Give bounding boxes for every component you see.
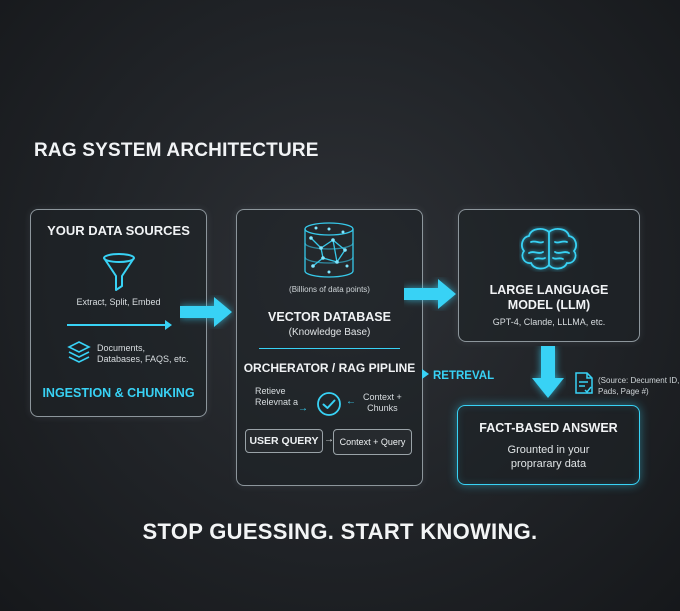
database-cylinder-icon xyxy=(304,222,354,278)
answer-line-2: proprarary data xyxy=(510,458,587,470)
data-sources-heading: YOUR DATA SOURCES xyxy=(47,223,190,238)
ingestion-label: INGESTION & CHUNKING xyxy=(42,386,195,400)
llm-heading-line-2: MODEL (LLM) xyxy=(507,298,591,312)
documents-line-1: Documents, xyxy=(97,343,146,353)
documents-line-2: Databases, FAQS, etc. xyxy=(97,354,189,364)
flow-line xyxy=(67,324,167,326)
context-line-2: Chunks xyxy=(367,403,398,413)
arrow-to-vector-icon xyxy=(180,297,232,327)
documents-label: Documents, Databases, FAQS, etc. xyxy=(97,343,189,365)
context-chunks-label: Context + Chunks xyxy=(363,392,402,414)
retrieve-line-1: Retieve xyxy=(255,386,286,396)
answer-heading: FACT-BASED ANSWER xyxy=(479,421,618,435)
arrow-left-small-icon: ← xyxy=(346,396,356,407)
arrow-right-small-icon: → xyxy=(298,403,308,414)
llm-models-label: GPT-4, Clande, LLLMA, etc. xyxy=(492,317,606,327)
checkmark-circle-icon xyxy=(317,392,341,416)
fact-based-answer-panel: FACT-BASED ANSWER Grounted in your propr… xyxy=(457,405,640,485)
llm-heading: LARGE LANGUAGE MODEL (LLM) xyxy=(459,283,639,313)
document-check-icon xyxy=(575,372,593,394)
context-query-button[interactable]: Context + Query xyxy=(333,429,412,455)
answer-description: Grounted in your proprarary data xyxy=(458,443,639,471)
knowledge-base-label: (Knowledge Base) xyxy=(288,327,371,338)
arrow-down-icon xyxy=(532,346,564,398)
extract-label: Extract, Split, Embed xyxy=(76,297,161,307)
retrieve-line-2: Relevnat a xyxy=(255,397,299,407)
data-sources-panel: YOUR DATA SOURCES Extract, Split, Embed … xyxy=(30,209,207,417)
source-note: (Source: Decument ID, Pads, Page #) xyxy=(598,375,679,397)
divider-line xyxy=(259,348,400,349)
context-line-1: Context + xyxy=(363,392,402,402)
arrow-right-small-icon: → xyxy=(324,434,334,445)
funnel-icon xyxy=(103,253,135,291)
source-note-line-1: (Source: Decument ID, xyxy=(598,376,680,385)
orchestrator-heading: ORCHERATOR / RAG PIPLINE xyxy=(243,361,416,375)
page-title: RAG SYSTEM ARCHITECTURE xyxy=(34,140,319,161)
retrieval-arrow-icon xyxy=(422,369,429,379)
user-query-button[interactable]: USER QUERY xyxy=(245,429,323,453)
arrow-right-icon xyxy=(165,320,172,330)
retrieve-label: Retieve Relevnat a xyxy=(255,386,298,408)
retrieval-label: RETREVAL xyxy=(433,370,495,382)
vector-database-panel: (Billions of data points) VECTOR DATABAS… xyxy=(236,209,423,486)
llm-heading-line-1: LARGE LANGUAGE xyxy=(489,283,609,297)
stack-icon xyxy=(67,341,91,363)
llm-panel: LARGE LANGUAGE MODEL (LLM) GPT-4, Clande… xyxy=(458,209,640,342)
answer-line-1: Grounted in your xyxy=(507,444,590,456)
billions-caption: (Billions of data points) xyxy=(289,285,370,294)
tagline: STOP GUESSING. START KNOWING. xyxy=(142,519,538,544)
brain-icon xyxy=(521,228,577,270)
vector-db-heading: VECTOR DATABASE xyxy=(268,310,391,324)
arrow-to-llm-icon xyxy=(404,279,456,309)
source-note-line-2: Pads, Page #) xyxy=(598,387,649,396)
